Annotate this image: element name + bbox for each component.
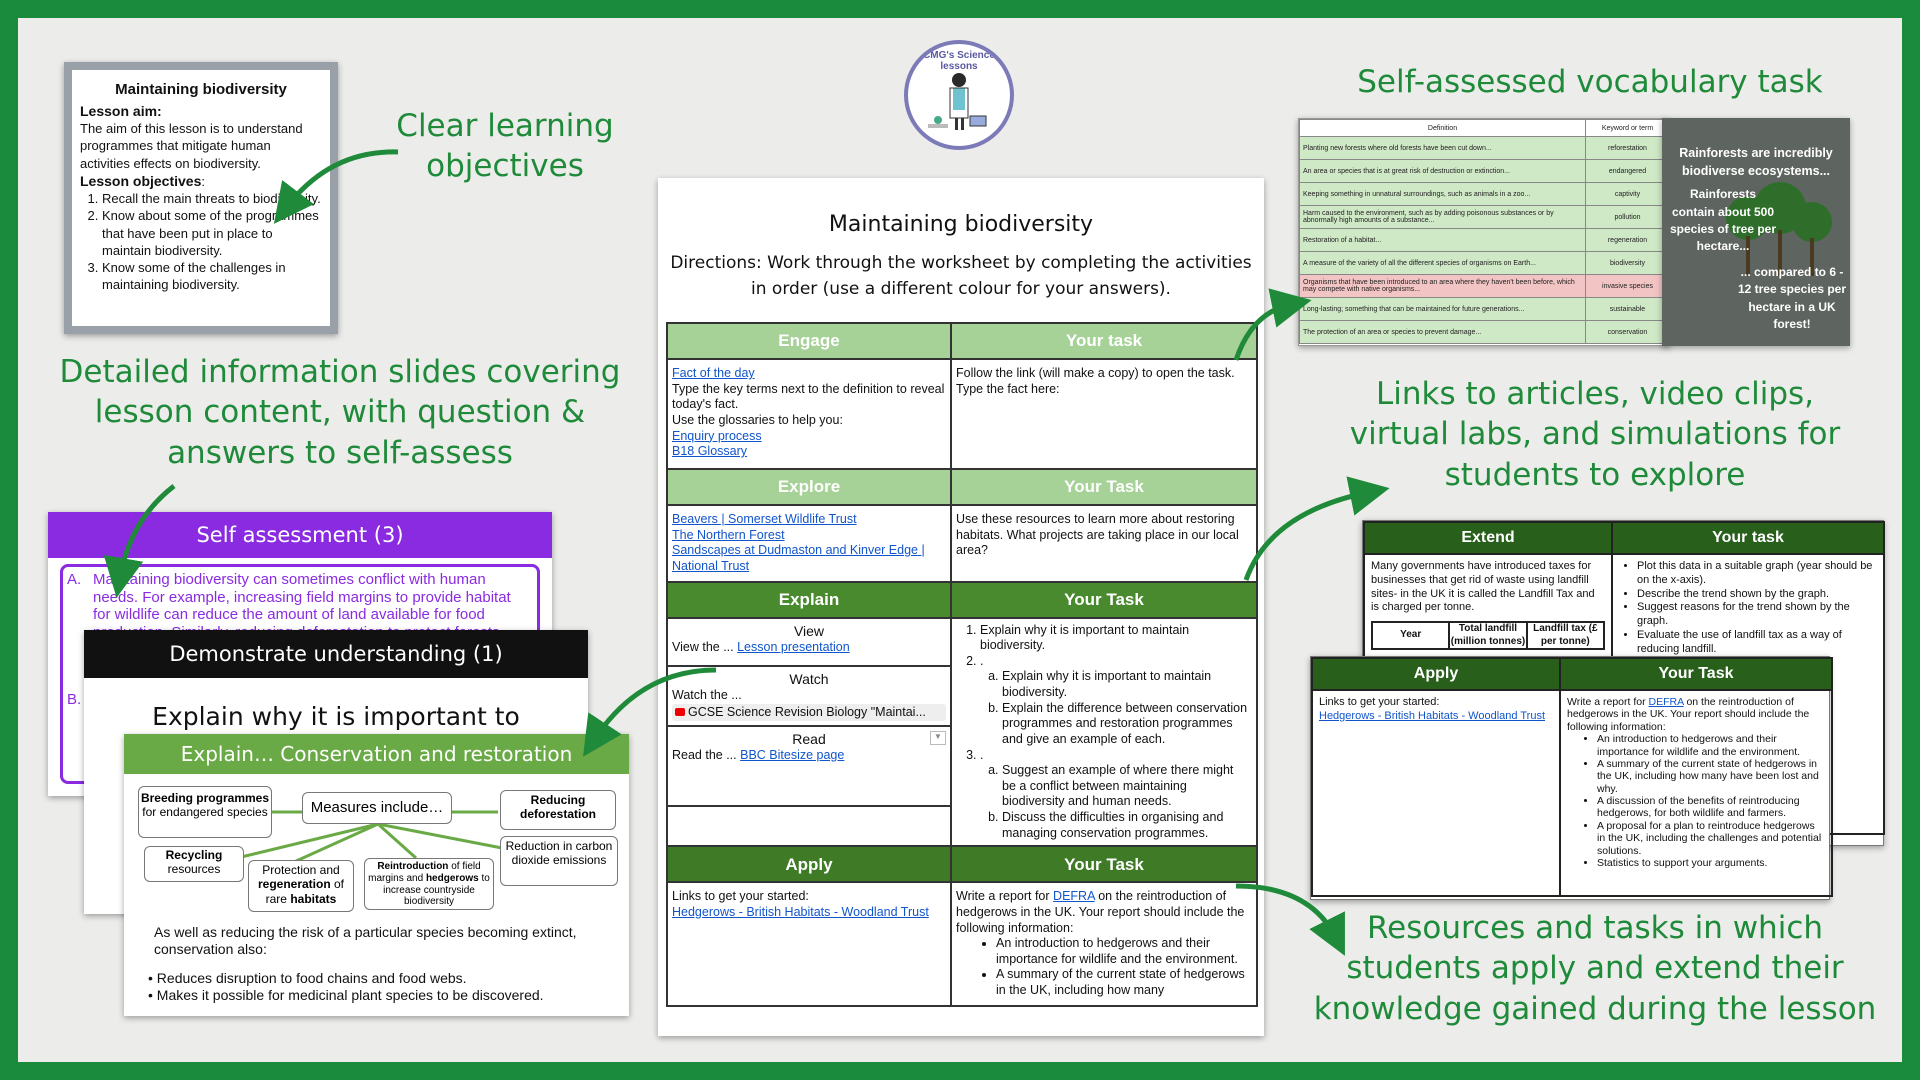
rainforest-text-3: ... compared to 6 - 12 tree species per … bbox=[1737, 264, 1847, 331]
dropdown-icon[interactable]: ▼ bbox=[930, 730, 946, 745]
callout-information: Detailed information slides covering les… bbox=[59, 354, 621, 471]
answer-text: Maintaining biodiversity can sometimes c… bbox=[93, 571, 511, 635]
vocab-row: Harm caused to the environment, such as … bbox=[1299, 205, 1670, 229]
vocab-row: Long-lasting; something that can be main… bbox=[1299, 297, 1670, 321]
worksheet: Maintaining biodiversity Directions: Wor… bbox=[658, 178, 1264, 1036]
hedgerows-link[interactable]: Hedgerows - British Habitats - Woodland … bbox=[672, 904, 929, 919]
aim-text: The aim of this lesson is to understand … bbox=[80, 121, 303, 171]
enquiry-process-link[interactable]: Enquiry process bbox=[672, 428, 762, 443]
engage-task[interactable]: Follow the link (will make a copy) to op… bbox=[950, 358, 1258, 470]
bbc-bitesize-link[interactable]: BBC Bitesize page bbox=[740, 748, 845, 762]
rainforest-text-2: Rainforests contain about 500 species of… bbox=[1669, 187, 1777, 254]
objectives-label: Lesson objectives bbox=[80, 172, 202, 189]
fact-of-the-day-link[interactable]: Fact of the day bbox=[672, 366, 755, 380]
vocab-row: An area or species that is at great risk… bbox=[1299, 159, 1670, 183]
vocab-row: Organisms that have been introduced to a… bbox=[1299, 274, 1670, 298]
logo-text: CMG's Science lessons bbox=[923, 50, 995, 72]
explain-header: Explain bbox=[666, 580, 952, 619]
explain-paragraph: As well as reducing the risk of a partic… bbox=[154, 924, 577, 957]
objective-item: Know about some of the programmes that h… bbox=[102, 207, 322, 258]
vocab-row: Restoration of a habitat...regeneration bbox=[1299, 228, 1670, 252]
answer-letter-b: B. bbox=[67, 691, 82, 708]
explore-header: Explore bbox=[666, 468, 952, 506]
apply-task[interactable]: Write a report for DEFRA on the reintrod… bbox=[1559, 689, 1833, 897]
node-breeding: Breeding programmes for endangered speci… bbox=[138, 786, 272, 838]
aim-label: Lesson aim: bbox=[80, 102, 162, 119]
glossary-link[interactable]: B18 Glossary bbox=[672, 444, 748, 459]
objectives-list: Recall the main threats to biodiversity.… bbox=[80, 190, 322, 293]
callout-resources: Resources and tasks in which students ap… bbox=[1313, 910, 1877, 1027]
callout-objectives: Clear learning objectives bbox=[396, 108, 614, 185]
node-measures: Measures include… bbox=[302, 792, 452, 824]
callout-links: Links to articles, video clips, virtual … bbox=[1349, 376, 1841, 493]
explore-link[interactable]: Beavers | Somerset Wildlife Trust bbox=[672, 512, 857, 526]
apply-task[interactable]: Write a report for DEFRA on the reintrod… bbox=[950, 881, 1258, 1007]
worksheet-table: Engage Your task Fact of the day Type th… bbox=[666, 322, 1258, 1007]
explain-slide: Explain… Conservation and restoration Br… bbox=[124, 734, 629, 1016]
your-task-header: Your task bbox=[1611, 521, 1885, 555]
hedgerows-link[interactable]: Hedgerows - British Habitats - Woodland … bbox=[1319, 709, 1545, 722]
read-label: Read bbox=[792, 730, 826, 747]
lesson-presentation-link[interactable]: Lesson presentation bbox=[737, 640, 850, 654]
slide-text: Explain why it is important to bbox=[152, 702, 520, 731]
slide-title: Self assessment (3) bbox=[48, 512, 552, 558]
engage-header: Engage bbox=[666, 322, 952, 360]
defra-link[interactable]: DEFRA bbox=[1053, 889, 1095, 904]
objective-item: Recall the main threats to biodiversity. bbox=[102, 190, 322, 207]
rainforest-panel: Rainforests are incredibly biodiverse ec… bbox=[1662, 118, 1850, 346]
vocab-row: Keeping something in unnatural surroundi… bbox=[1299, 182, 1670, 206]
explore-task[interactable]: Use these resources to learn more about … bbox=[950, 504, 1258, 583]
vocab-row: The protection of an area or species to … bbox=[1299, 320, 1670, 344]
objective-item: Know some of the challenges in maintaini… bbox=[102, 259, 322, 293]
scientist-icon bbox=[928, 73, 987, 130]
vocab-row: A measure of the variety of all the diff… bbox=[1299, 251, 1670, 275]
objectives-title: Maintaining biodiversity bbox=[115, 81, 287, 98]
vocab-row: Planting new forests where old forests h… bbox=[1299, 136, 1670, 160]
slide-title: Demonstrate understanding (1) bbox=[84, 630, 588, 678]
your-task-header: Your Task bbox=[950, 845, 1258, 884]
apply-header: Apply bbox=[666, 845, 952, 884]
explore-link[interactable]: The Northern Forest bbox=[672, 527, 785, 542]
node-deforestation: Reducing deforestation bbox=[500, 790, 616, 830]
worksheet-title: Maintaining biodiversity bbox=[828, 212, 1094, 237]
node-carbon: Reduction in carbon dioxide emissions bbox=[500, 836, 618, 886]
apply-header: Apply bbox=[1311, 657, 1561, 691]
callout-vocabulary: Self-assessed vocabulary task bbox=[1357, 64, 1823, 100]
answer-letter-a: A. bbox=[67, 571, 82, 588]
objectives-card: Maintaining biodiversity Lesson aim: The… bbox=[64, 62, 338, 334]
worksheet-directions: Directions: Work through the worksheet b… bbox=[670, 253, 1252, 299]
explain-bullet: Reduces disruption to food chains and fo… bbox=[156, 970, 467, 986]
your-task-header: Your Task bbox=[950, 468, 1258, 506]
your-task-header: Your task bbox=[950, 322, 1258, 360]
node-protection: Protection and regeneration of rare habi… bbox=[248, 860, 354, 912]
logo: CMG's Science lessons bbox=[904, 40, 1014, 150]
video-chip[interactable]: GCSE Science Revision Biology "Maintai..… bbox=[672, 703, 946, 722]
slide-title: Explain… Conservation and restoration bbox=[124, 734, 629, 774]
explore-link[interactable]: Sandscapes at Dudmaston and Kinver Edge … bbox=[672, 543, 925, 573]
rainforest-text-1: Rainforests are incredibly biodiverse ec… bbox=[1679, 146, 1833, 179]
your-task-header: Your Task bbox=[950, 580, 1258, 619]
view-label: View bbox=[793, 622, 825, 639]
node-reintroduction: Reintroduction of field margins and hedg… bbox=[364, 858, 494, 910]
youtube-icon bbox=[675, 707, 685, 716]
explain-task[interactable]: Explain why it is important to maintain … bbox=[950, 616, 1258, 848]
extend-header: Extend bbox=[1363, 521, 1613, 555]
your-task-header: Your Task bbox=[1559, 657, 1833, 691]
explain-bullet: Makes it possible for medicinal plant sp… bbox=[156, 987, 544, 1004]
defra-link[interactable]: DEFRA bbox=[1648, 696, 1684, 708]
watch-label: Watch bbox=[789, 670, 829, 687]
tree-icon bbox=[1726, 182, 1832, 276]
